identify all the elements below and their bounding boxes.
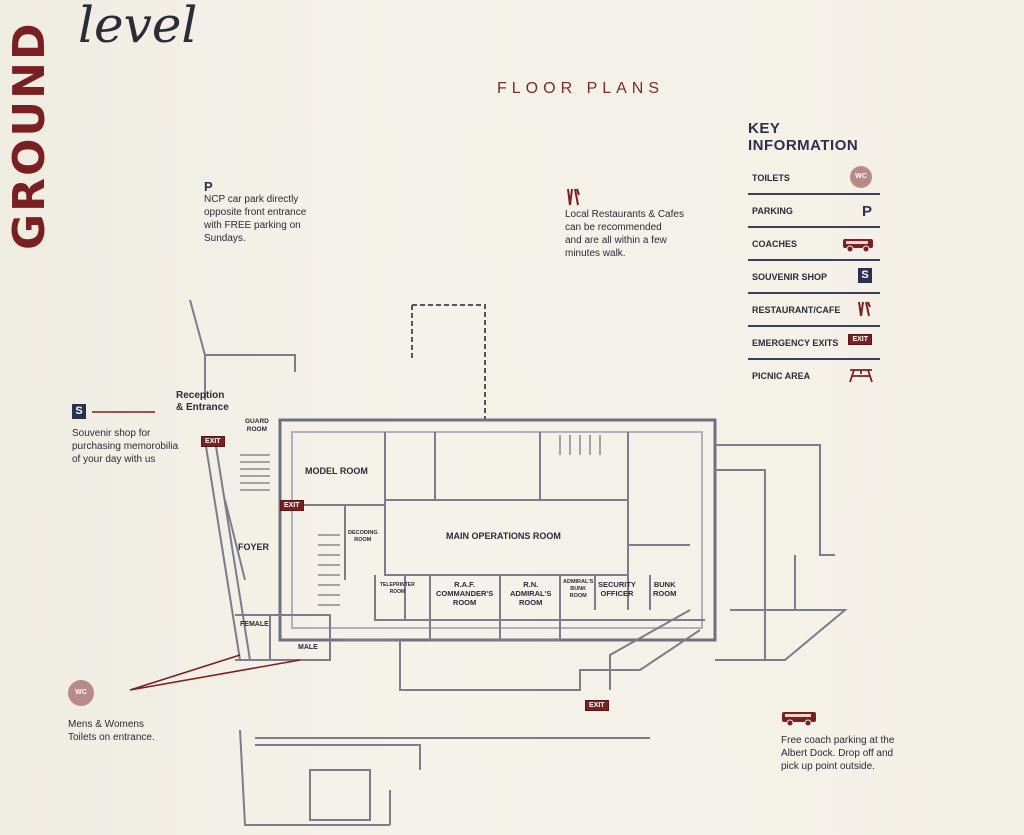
- admirals-bunk-room-label: ADMIRAL'S BUNK ROOM: [563, 579, 594, 599]
- parking-icon: P: [861, 203, 872, 220]
- main-operations-room-label: MAIN OPERATIONS ROOM: [446, 531, 561, 541]
- cutlery-icon: [565, 188, 684, 208]
- key-row-coaches: COACHES: [748, 228, 880, 261]
- souvenir-note: S Souvenir shop for purchasing memorobil…: [72, 404, 179, 465]
- toilets-note: WC Mens & Womens Toilets on entrance.: [68, 680, 155, 744]
- bunk-room-label: BUNK ROOM: [653, 580, 677, 598]
- exit-marker-model-room: EXIT: [280, 500, 304, 511]
- picnic-table-icon: [848, 367, 874, 385]
- restaurants-note: Local Restaurants & Cafes can be recomme…: [565, 188, 684, 260]
- rn-admirals-room-label: R.N. ADMIRAL'S ROOM: [510, 580, 552, 607]
- cutlery-icon: [856, 301, 872, 319]
- parking-symbol: P: [204, 179, 213, 194]
- level-title: level: [78, 0, 198, 54]
- key-row-picnic: PICNIC AREA: [748, 360, 880, 391]
- teleprinter-room-label: TELEPRINTER ROOM: [380, 582, 415, 595]
- model-room-label: MODEL ROOM: [305, 466, 368, 476]
- shop-icon: S: [72, 404, 86, 419]
- guard-room-label: GUARD ROOM: [245, 418, 269, 433]
- decoding-room-label: DECODING ROOM: [348, 530, 378, 543]
- key-row-toilets: TOILETS WC: [748, 162, 880, 195]
- key-row-exits: EMERGENCY EXITS EXIT: [748, 327, 880, 360]
- reception-label: Reception & Entrance: [176, 390, 229, 413]
- key-title: KEY INFORMATION: [748, 120, 859, 154]
- wc-icon: WC: [68, 680, 94, 706]
- floor-plans-heading: FLOOR PLANS: [497, 80, 665, 97]
- security-officer-label: SECURITY OFFICER: [598, 580, 636, 598]
- exit-marker-bottom: EXIT: [585, 700, 609, 711]
- foyer-label: FOYER: [238, 542, 270, 552]
- coach-icon: [842, 237, 874, 255]
- key-row-restaurant: RESTAURANT/CAFE: [748, 294, 880, 327]
- female-toilet-label: FEMALE: [240, 621, 269, 628]
- wc-icon: WC: [850, 166, 872, 188]
- male-toilet-label: MALE: [298, 644, 318, 651]
- exit-icon: EXIT: [848, 334, 872, 345]
- key-row-souvenir: SOUVENIR SHOP S: [748, 261, 880, 294]
- coach-note: Free coach parking at the Albert Dock. D…: [781, 710, 894, 773]
- exit-marker-reception: EXIT: [201, 436, 225, 447]
- key-row-parking: PARKING P: [748, 195, 880, 228]
- raf-commanders-room-label: R.A.F. COMMANDER'S ROOM: [436, 580, 494, 607]
- parking-note: P NCP car park directly opposite front e…: [204, 179, 307, 244]
- key-information: KEY INFORMATION TOILETS WC PARKING P COA…: [748, 120, 880, 391]
- shop-icon: S: [858, 268, 872, 283]
- coach-icon: [781, 710, 894, 734]
